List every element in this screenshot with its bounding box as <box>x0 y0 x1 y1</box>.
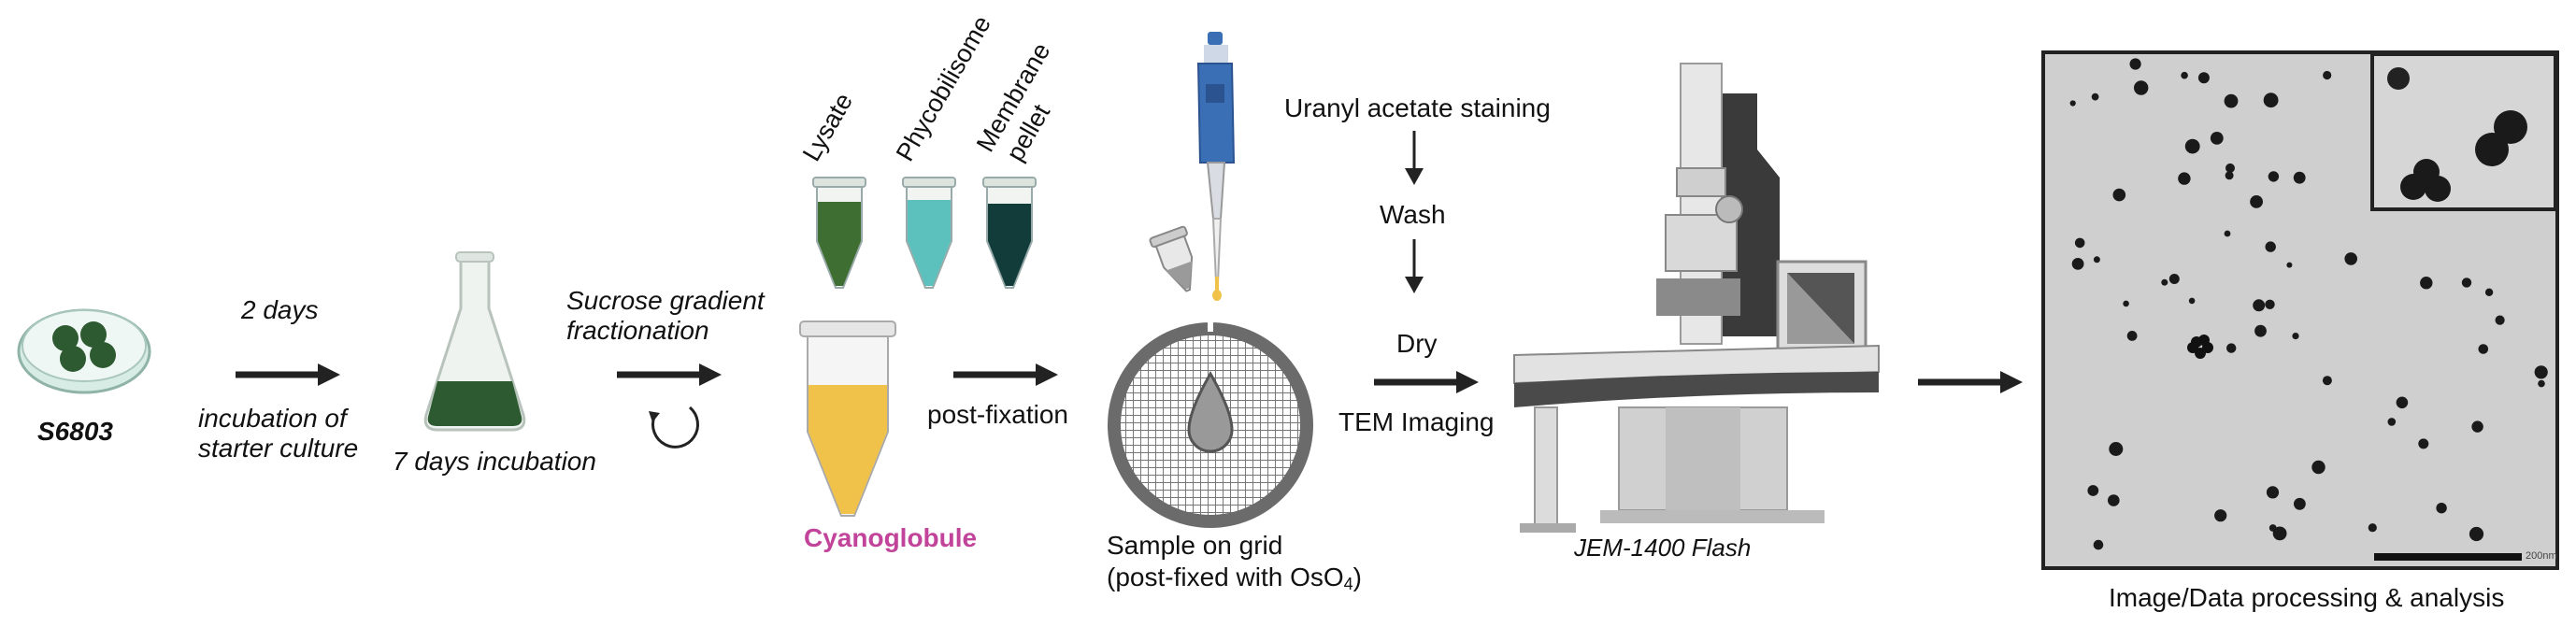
particle <box>2323 70 2332 80</box>
particle <box>2225 171 2234 180</box>
petri-dish-icon <box>17 308 151 394</box>
tube-membrane-icon <box>982 177 1037 289</box>
particle <box>2471 420 2483 433</box>
particle <box>2087 485 2099 496</box>
particle <box>2161 278 2168 286</box>
particle <box>2534 365 2548 379</box>
tube-phycobilisome-icon <box>902 177 956 289</box>
centrifuge-rotate-icon <box>649 406 699 449</box>
seven-days-label: 7 days incubation <box>393 447 596 476</box>
particle <box>2225 163 2235 173</box>
arrow-5 <box>1918 371 2023 393</box>
particle <box>2294 497 2306 510</box>
particle <box>2538 379 2545 388</box>
tem-grid-icon <box>1108 322 1313 528</box>
particle <box>2265 241 2276 252</box>
particle <box>2293 171 2306 184</box>
particle <box>2266 486 2280 499</box>
strain-label: S6803 <box>37 417 113 446</box>
flask-icon <box>423 251 526 432</box>
arrow-4 <box>1374 371 1479 393</box>
days-label: 2 days <box>241 295 319 324</box>
particle <box>2109 442 2124 456</box>
particle <box>2112 188 2126 202</box>
small-tube-icon <box>1149 225 1194 292</box>
pipette-icon <box>1196 32 1236 301</box>
particle <box>2420 277 2433 290</box>
wash-label: Wash <box>1380 200 1446 229</box>
particle <box>2126 331 2138 341</box>
arrow-down-2 <box>1405 239 1424 293</box>
arrow-1 <box>236 363 340 386</box>
particle <box>2418 438 2429 449</box>
sample-grid-line2: (post-fixed with OsO4) <box>1107 563 1362 593</box>
arrow-3 <box>953 363 1058 386</box>
particle <box>2069 100 2076 107</box>
particle <box>2184 138 2200 154</box>
particle <box>2469 526 2484 542</box>
particle <box>2071 258 2084 270</box>
tem-micrograph-image: 200nm <box>2041 50 2559 570</box>
analysis-label: Image/Data processing & analysis <box>2109 583 2505 612</box>
particle <box>2226 343 2237 353</box>
tem-microscope-icon <box>1513 63 1880 533</box>
microscope-label: JEM-1400 Flash <box>1574 534 1752 562</box>
particle <box>2368 523 2377 533</box>
particle <box>2461 278 2472 288</box>
tube-cyanoglobule-icon <box>799 320 896 517</box>
uranyl-label: Uranyl acetate staining <box>1284 93 1551 122</box>
particle <box>2134 80 2149 95</box>
particle <box>2478 344 2489 354</box>
particle <box>2093 256 2100 264</box>
particle <box>2265 299 2275 309</box>
particle <box>2484 288 2494 296</box>
particle <box>2311 460 2326 475</box>
particle <box>2108 494 2120 506</box>
particle <box>2268 171 2280 182</box>
particle <box>2263 93 2279 108</box>
particle <box>2286 262 2293 268</box>
particle <box>2188 297 2196 305</box>
particle <box>2123 300 2129 307</box>
particle <box>2254 324 2267 337</box>
particle <box>2292 333 2299 340</box>
particle <box>2210 132 2224 145</box>
tem-imaging-label: TEM Imaging <box>1338 407 1495 436</box>
particle <box>2495 315 2505 325</box>
particle <box>2181 71 2188 79</box>
particle <box>2129 58 2141 70</box>
particle <box>2091 93 2099 101</box>
particle <box>2178 172 2191 185</box>
particle <box>2436 503 2447 514</box>
particle-cluster <box>2191 336 2202 348</box>
particle <box>2224 230 2231 237</box>
arrow-down-1 <box>1405 131 1424 185</box>
particle <box>2168 274 2180 284</box>
cyanoglobule-label: Cyanoglobule <box>804 523 978 552</box>
particle <box>2197 72 2210 84</box>
sucrose-line1: Sucrose gradient <box>566 286 765 315</box>
particle <box>2344 252 2357 265</box>
dry-label: Dry <box>1396 329 1438 358</box>
sample-grid-line1: Sample on grid <box>1107 531 1283 560</box>
particle <box>2272 526 2287 541</box>
arrow-2 <box>617 363 722 386</box>
starter-culture-label: starter culture <box>198 434 359 463</box>
incubation-label: incubation of <box>198 404 347 433</box>
particle <box>2250 195 2263 208</box>
particle <box>2387 418 2397 426</box>
particle <box>2253 299 2266 312</box>
sucrose-line2: fractionation <box>566 316 709 345</box>
particle <box>2396 396 2409 409</box>
particle <box>2093 539 2104 550</box>
particle <box>2214 509 2227 522</box>
post-fixation-label: post-fixation <box>927 400 1068 429</box>
tube-lysate-icon <box>812 177 866 289</box>
scale-bar-text: 200nm <box>2526 550 2557 562</box>
particle <box>2322 376 2332 386</box>
particle <box>2074 237 2085 249</box>
tube-label-lysate: Lysate <box>796 88 859 166</box>
particle <box>2224 93 2239 108</box>
